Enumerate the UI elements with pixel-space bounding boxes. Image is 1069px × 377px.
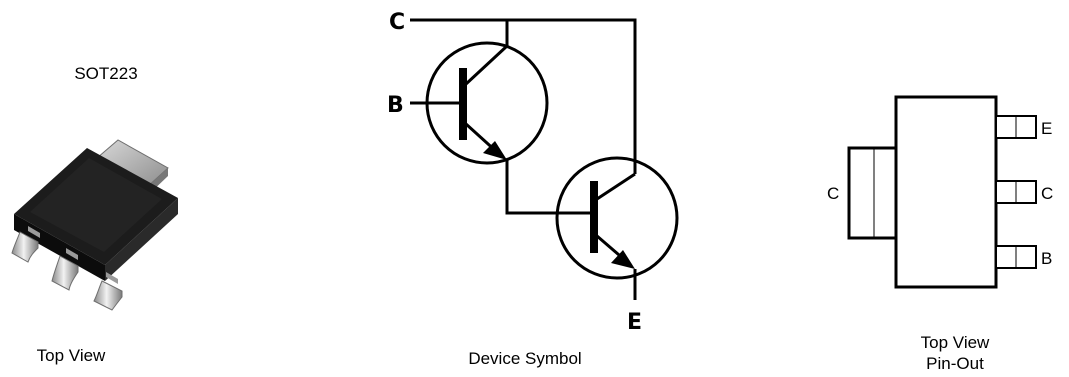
terminal-labels: C B E [387, 10, 642, 335]
symbol-caption: Device Symbol [468, 349, 581, 368]
package-name: SOT223 [74, 64, 137, 83]
darlington-link-wire [505, 160, 590, 215]
pin-2-label: C [1041, 184, 1053, 203]
q2-collector-lead [596, 172, 636, 201]
pinout-caption-line1: Top View [921, 333, 990, 352]
package-caption: Top View [37, 346, 106, 365]
q1-collector-lead [464, 44, 509, 86]
device-symbol-section [410, 18, 679, 300]
package-lead-1 [11, 226, 40, 263]
tab-pin-label: C [827, 184, 839, 203]
collector-terminal-label: C [389, 10, 405, 35]
collector-wire [410, 18, 637, 174]
pinout-pin-2 [995, 180, 1037, 204]
base-terminal-label: B [387, 93, 404, 118]
package-body-side [14, 214, 105, 281]
sot223-package-illustration [11, 139, 178, 311]
transistor-q2 [555, 156, 679, 300]
q2-emitter-arrow [611, 250, 635, 269]
package-lead-2 [51, 248, 79, 291]
pinout-pin-1 [995, 115, 1037, 139]
pinout-pin-3 [995, 245, 1037, 269]
pinout-section: C E C B Top View Pin-Out [827, 95, 1053, 373]
q2-circle [555, 156, 679, 280]
pin-3-label: B [1041, 249, 1052, 268]
pinout-caption-line2: Pin-Out [926, 354, 984, 373]
package-lead-3 [93, 272, 123, 311]
package-body-front [105, 198, 178, 281]
pinout-body [894, 95, 998, 289]
emitter-terminal-label: E [627, 310, 642, 335]
transistor-q1 [410, 41, 549, 165]
q1-emitter-arrow [483, 141, 507, 160]
package-section: SOT223 [11, 64, 178, 365]
pinout-tab [847, 146, 899, 240]
pin-1-label: E [1041, 119, 1052, 138]
